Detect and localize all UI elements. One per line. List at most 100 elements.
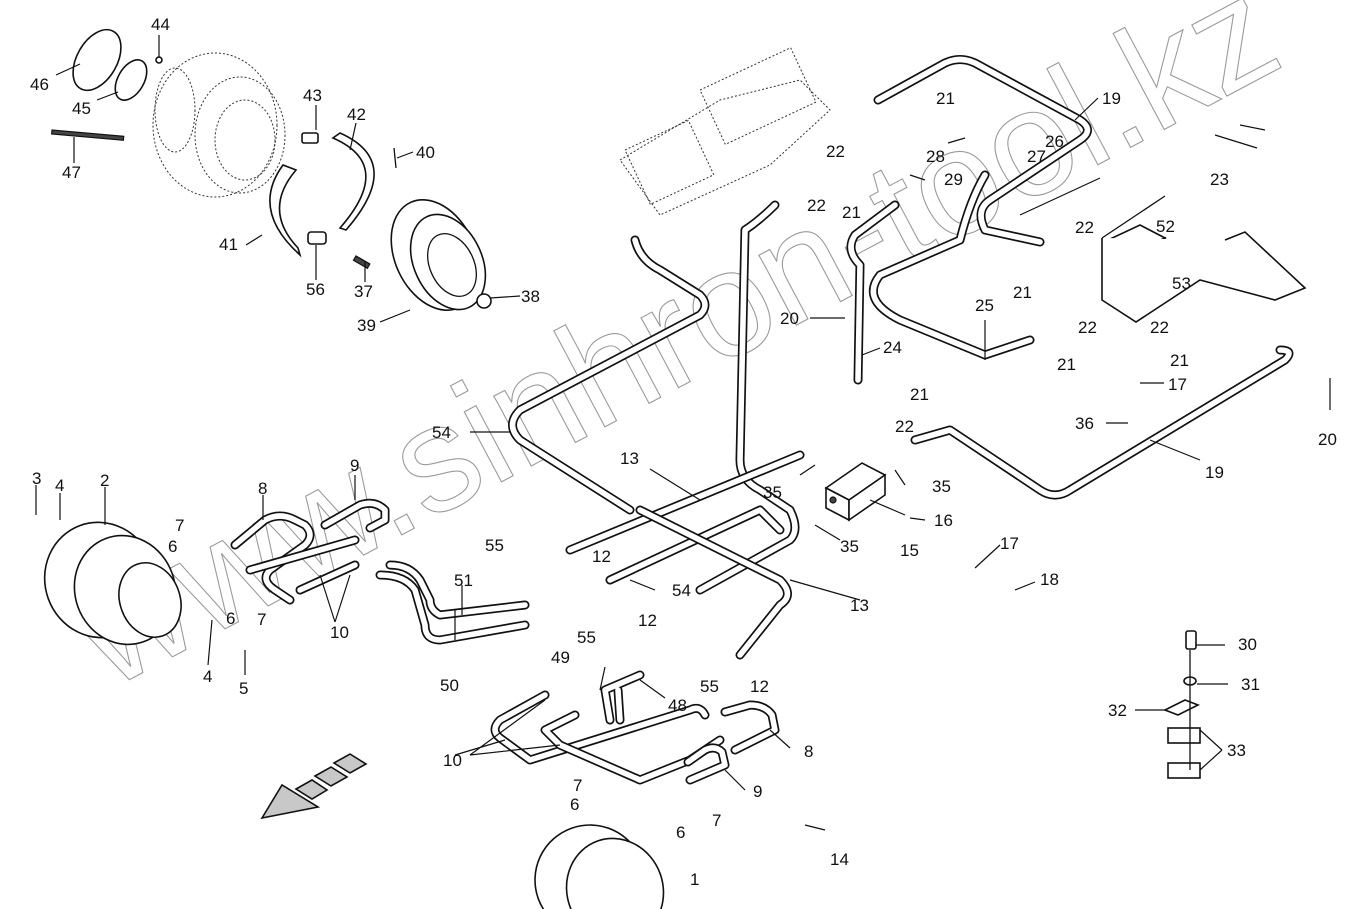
adjuster-56 xyxy=(307,231,327,245)
callout-18[interactable]: 18 xyxy=(1040,570,1059,589)
callout-20-b[interactable]: 20 xyxy=(1318,430,1337,449)
callout-21-a[interactable]: 21 xyxy=(936,89,955,108)
callout-10-b[interactable]: 10 xyxy=(443,751,462,770)
callout-23[interactable]: 23 xyxy=(1210,170,1229,189)
callout-21-b[interactable]: 21 xyxy=(842,203,861,222)
callout-8-b[interactable]: 8 xyxy=(804,742,813,761)
callout-46[interactable]: 46 xyxy=(30,75,49,94)
callout-9-b[interactable]: 9 xyxy=(753,782,762,801)
shaft-47 xyxy=(51,129,125,141)
callout-38[interactable]: 38 xyxy=(521,287,540,306)
callout-26[interactable]: 26 xyxy=(1045,132,1064,151)
callout-12-b[interactable]: 12 xyxy=(638,611,657,630)
callout-47[interactable]: 47 xyxy=(62,163,81,182)
wheel-cylinder-43 xyxy=(301,132,319,144)
callout-3[interactable]: 3 xyxy=(32,469,41,488)
callout-4-a[interactable]: 4 xyxy=(55,476,64,495)
callout-22-e[interactable]: 22 xyxy=(1150,318,1169,337)
callout-22-c[interactable]: 22 xyxy=(1075,218,1094,237)
callout-30[interactable]: 30 xyxy=(1238,635,1257,654)
direction-arrow-icon xyxy=(260,753,368,820)
callout-21-e[interactable]: 21 xyxy=(1170,351,1189,370)
callout-39[interactable]: 39 xyxy=(357,316,376,335)
callout-35-b[interactable]: 35 xyxy=(932,477,951,496)
callout-6-b[interactable]: 6 xyxy=(226,609,235,628)
callout-27[interactable]: 27 xyxy=(1027,147,1046,166)
callout-43[interactable]: 43 xyxy=(303,86,322,105)
callout-25[interactable]: 25 xyxy=(975,296,994,315)
callout-21-c[interactable]: 21 xyxy=(1013,283,1032,302)
callout-12-c[interactable]: 12 xyxy=(750,677,769,696)
callout-40[interactable]: 40 xyxy=(416,143,435,162)
pipe-clamp-assembly xyxy=(1163,630,1201,779)
callout-19-a[interactable]: 19 xyxy=(1102,89,1121,108)
callout-54-b[interactable]: 54 xyxy=(672,581,691,600)
wheel-nut-38 xyxy=(476,293,492,309)
callout-52[interactable]: 52 xyxy=(1156,217,1175,236)
wheel-hub xyxy=(152,52,286,198)
callout-8-a[interactable]: 8 xyxy=(258,479,267,498)
callout-21-f[interactable]: 21 xyxy=(910,385,929,404)
callout-36[interactable]: 36 xyxy=(1075,414,1094,433)
callout-19-b[interactable]: 19 xyxy=(1205,463,1224,482)
callout-13-b[interactable]: 13 xyxy=(850,596,869,615)
callout-22-f[interactable]: 22 xyxy=(895,417,914,436)
travel-motor-2 xyxy=(43,521,182,646)
callout-31[interactable]: 31 xyxy=(1241,675,1260,694)
callout-44[interactable]: 44 xyxy=(151,15,170,34)
callout-16[interactable]: 16 xyxy=(934,511,953,530)
callout-21-d[interactable]: 21 xyxy=(1057,355,1076,374)
callout-7-d[interactable]: 7 xyxy=(712,811,721,830)
callout-6-c[interactable]: 6 xyxy=(570,795,579,814)
callout-10-a[interactable]: 10 xyxy=(330,623,349,642)
callout-41[interactable]: 41 xyxy=(219,235,238,254)
callout-5[interactable]: 5 xyxy=(239,679,248,698)
callout-2[interactable]: 2 xyxy=(100,471,109,490)
wheel-stud-37 xyxy=(352,255,371,270)
callout-54-a[interactable]: 54 xyxy=(432,423,451,442)
callout-15[interactable]: 15 xyxy=(900,541,919,560)
callout-33[interactable]: 33 xyxy=(1227,741,1246,760)
callout-9-a[interactable]: 9 xyxy=(350,456,359,475)
callout-35-a[interactable]: 35 xyxy=(763,483,782,502)
callout-7-c[interactable]: 7 xyxy=(573,776,582,795)
callout-55-b[interactable]: 55 xyxy=(577,628,596,647)
callout-48[interactable]: 48 xyxy=(668,696,687,715)
callout-20-a[interactable]: 20 xyxy=(780,309,799,328)
callout-51[interactable]: 51 xyxy=(454,571,473,590)
callout-6-a[interactable]: 6 xyxy=(168,537,177,556)
callout-28[interactable]: 28 xyxy=(926,147,945,166)
callout-49[interactable]: 49 xyxy=(551,648,570,667)
o-ring-45 xyxy=(114,59,148,101)
callout-7-a[interactable]: 7 xyxy=(175,516,184,535)
callout-17-a[interactable]: 17 xyxy=(1168,375,1187,394)
callout-35-c[interactable]: 35 xyxy=(840,537,859,556)
callout-32[interactable]: 32 xyxy=(1108,701,1127,720)
callout-17-b[interactable]: 17 xyxy=(1000,534,1019,553)
callout-14[interactable]: 14 xyxy=(830,850,849,869)
callout-55-c[interactable]: 55 xyxy=(700,677,719,696)
callout-55-a[interactable]: 55 xyxy=(485,536,504,555)
callout-22-b[interactable]: 22 xyxy=(807,196,826,215)
callout-42[interactable]: 42 xyxy=(347,105,366,124)
callout-7-b[interactable]: 7 xyxy=(257,610,266,629)
callout-1[interactable]: 1 xyxy=(690,870,699,889)
callout-12-a[interactable]: 12 xyxy=(592,547,611,566)
callout-45[interactable]: 45 xyxy=(72,99,91,118)
callout-22-d[interactable]: 22 xyxy=(1078,318,1097,337)
callout-labels: 46 45 44 47 43 42 40 41 56 37 39 38 21 1… xyxy=(30,15,1337,889)
callout-13-a[interactable]: 13 xyxy=(620,449,639,468)
cover-46 xyxy=(72,28,122,92)
callout-50[interactable]: 50 xyxy=(440,676,459,695)
callout-4-b[interactable]: 4 xyxy=(203,667,212,686)
callout-37[interactable]: 37 xyxy=(354,282,373,301)
brake-assembly xyxy=(51,28,492,312)
callout-22-a[interactable]: 22 xyxy=(826,142,845,161)
callout-6-d[interactable]: 6 xyxy=(676,823,685,842)
callout-53[interactable]: 53 xyxy=(1172,274,1191,293)
callout-56[interactable]: 56 xyxy=(306,280,325,299)
travel-motor-1 xyxy=(534,824,665,909)
callout-24[interactable]: 24 xyxy=(883,338,902,357)
callout-29[interactable]: 29 xyxy=(944,170,963,189)
valve-block-52 xyxy=(1101,195,1307,323)
